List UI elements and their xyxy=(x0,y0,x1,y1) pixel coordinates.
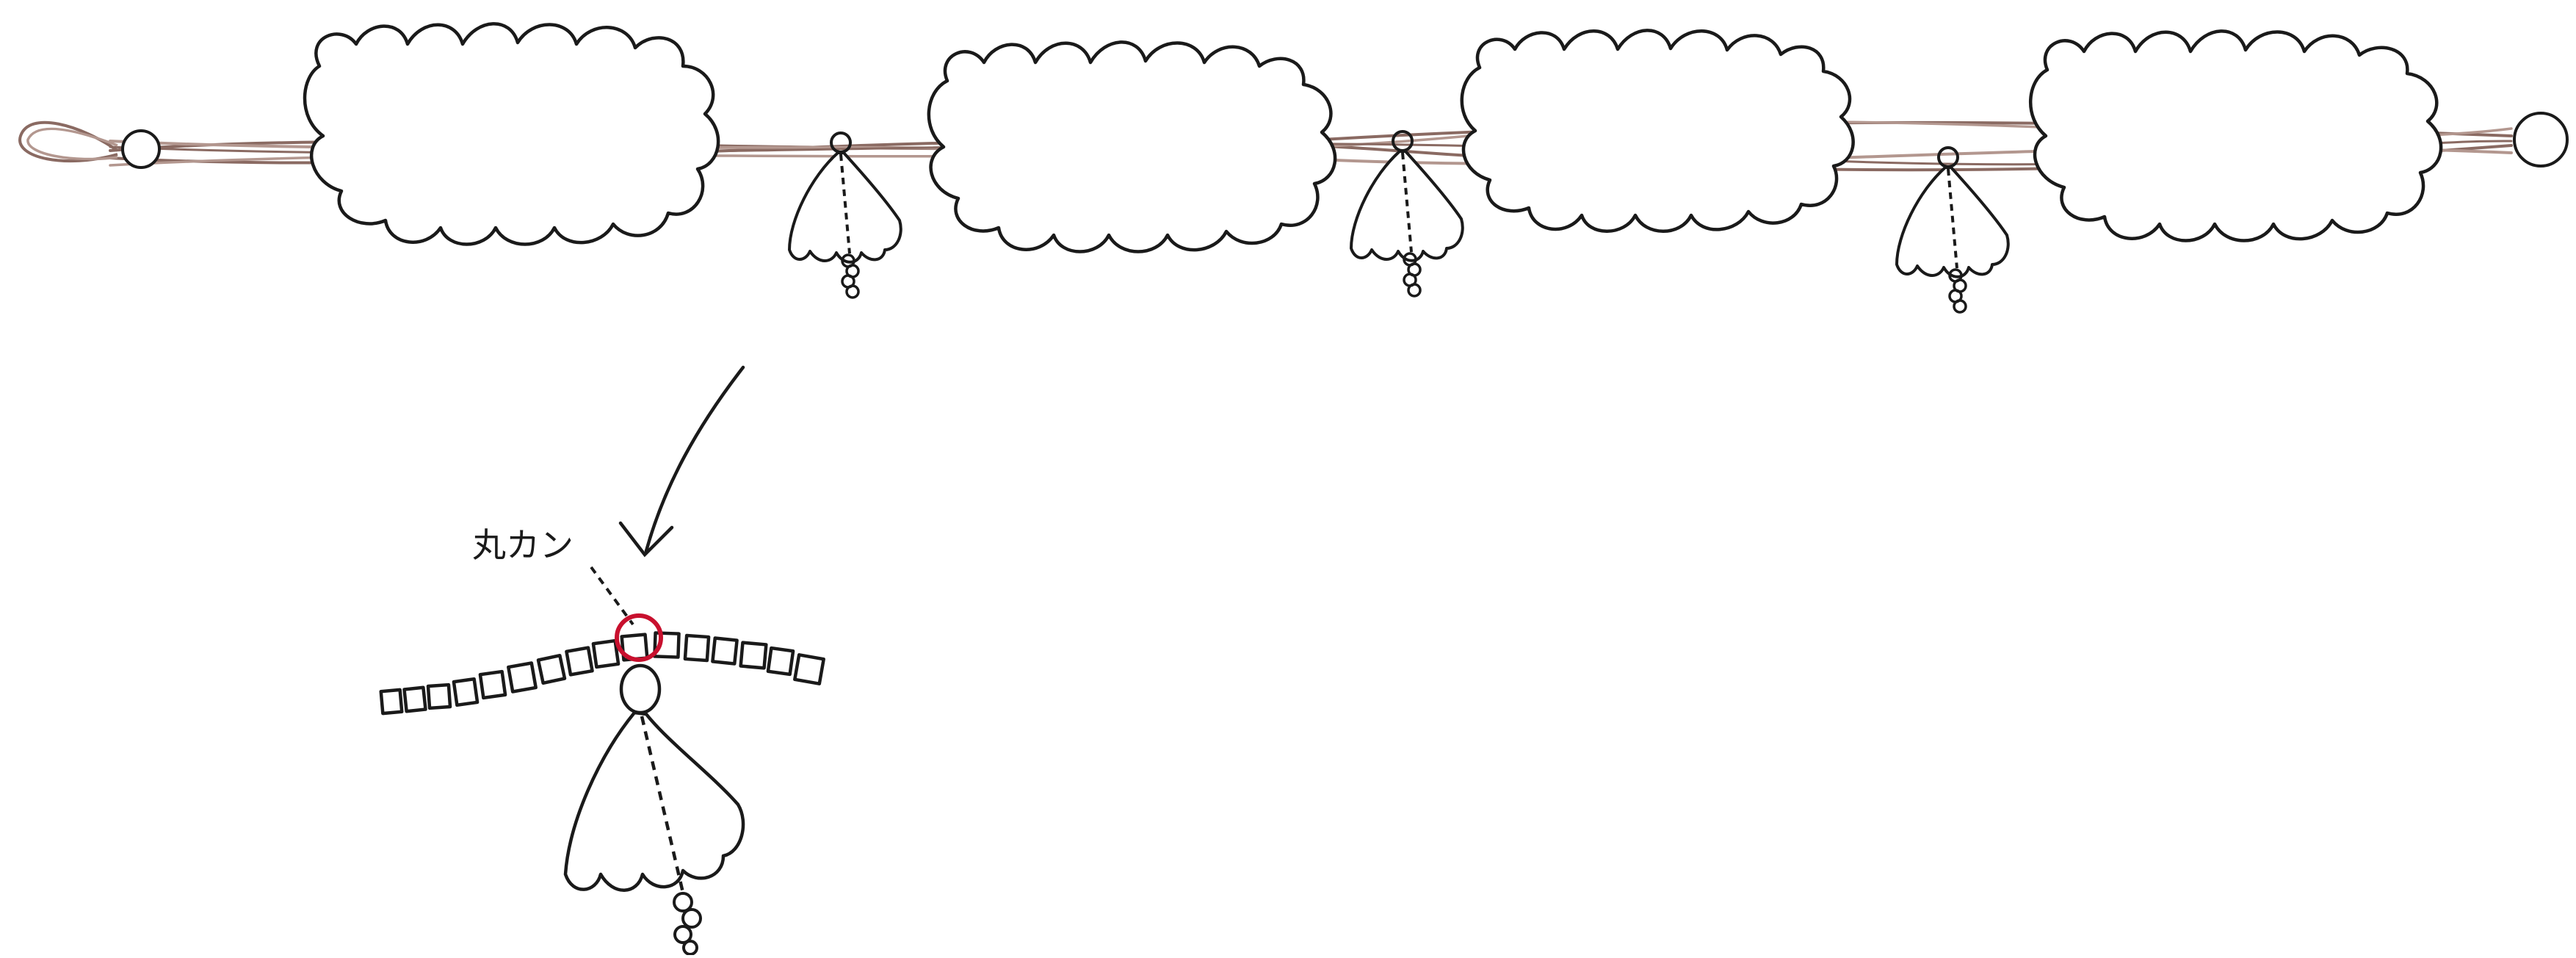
cloud-1 xyxy=(303,22,720,246)
link-chain xyxy=(379,631,825,716)
flower-charm-1 xyxy=(788,132,902,299)
right-end-bead xyxy=(2513,112,2569,168)
flower-charm-2 xyxy=(1350,130,1464,298)
left-knot-bead xyxy=(121,129,161,169)
detail-arrow xyxy=(618,365,745,558)
callout-leader xyxy=(590,566,634,626)
left-end-loop xyxy=(18,120,161,169)
cloud-2 xyxy=(927,40,1337,253)
jump-ring-highlight xyxy=(615,613,663,662)
flower-charm-detail xyxy=(563,663,745,956)
callout-label: 丸カン xyxy=(472,525,574,565)
flower-charm-3 xyxy=(1895,146,2010,314)
cloud-4 xyxy=(2028,29,2443,242)
cloud-3 xyxy=(1460,29,1855,233)
